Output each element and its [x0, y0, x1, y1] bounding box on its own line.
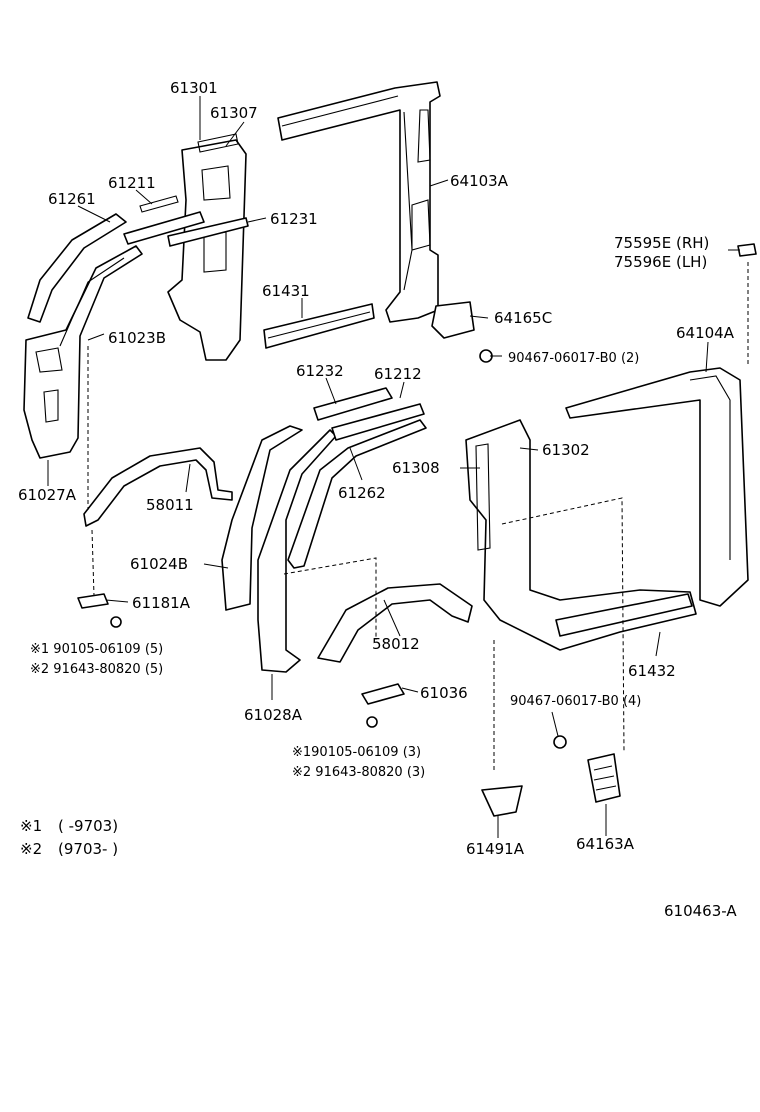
label-fastener-1b: ※2 91643-80820 (5) — [30, 662, 163, 677]
bracket-61491a — [481, 785, 523, 817]
label-61211: 61211 — [108, 174, 156, 192]
screw-90105 — [110, 616, 122, 628]
label-75596e: 75596E (LH) — [614, 253, 707, 271]
bracket-64165c — [431, 301, 475, 339]
label-61027a: 61027A — [18, 486, 77, 504]
label-64165c: 64165C — [494, 309, 552, 327]
label-fastener-2a: ※190105-06109 (3) — [292, 745, 421, 760]
diagram-id: 610463-A — [664, 902, 737, 920]
label-58012: 58012 — [372, 635, 420, 653]
bracket-61181a — [77, 593, 109, 609]
label-61308: 61308 — [392, 459, 440, 477]
label-64103a: 64103A — [450, 172, 509, 190]
label-61028a: 61028A — [244, 706, 303, 724]
note-2-mark: ※2 — [20, 840, 42, 858]
label-61024b: 61024B — [130, 555, 188, 573]
label-61232: 61232 — [296, 362, 344, 380]
label-61023b: 61023B — [108, 329, 166, 347]
label-61212: 61212 — [374, 365, 422, 383]
center-pillar-61307 — [167, 133, 247, 361]
label-90467-4: 90467-06017-B0 (4) — [510, 694, 641, 709]
note-1-range: ( -9703) — [58, 817, 118, 835]
bracket-61036 — [361, 683, 405, 705]
label-58011: 58011 — [146, 496, 194, 514]
label-61181a: 61181A — [132, 594, 191, 612]
label-61301: 61301 — [170, 79, 218, 97]
screw-61036 — [366, 716, 378, 728]
label-61307: 61307 — [210, 104, 258, 122]
wheel-arch-58011 — [83, 447, 233, 527]
label-61432: 61432 — [628, 662, 676, 680]
label-fastener-2b: ※2 91643-80820 (3) — [292, 765, 425, 780]
rear-side-panel-64104a — [565, 367, 749, 607]
sill-61432 — [555, 593, 693, 637]
note-2-range: (9703- ) — [58, 840, 118, 858]
label-61491a: 61491A — [466, 840, 525, 858]
cap-75595e — [737, 243, 757, 257]
label-61036: 61036 — [420, 684, 468, 702]
label-fastener-1a: ※1 90105-06109 (5) — [30, 642, 163, 657]
label-64104a: 64104A — [676, 324, 735, 342]
front-pillar-61027a — [23, 213, 143, 459]
label-90467-2: 90467-06017-B0 (2) — [508, 351, 639, 366]
wheel-arch-58012 — [317, 583, 473, 663]
rear-pillar-61302 — [465, 419, 697, 651]
clip-90467-b — [553, 735, 567, 749]
label-64163a: 64163A — [576, 835, 635, 853]
rail-61211 — [123, 211, 205, 245]
label-75595e: 75595E (RH) — [614, 234, 709, 252]
note-1-mark: ※1 — [20, 817, 42, 835]
label-61302: 61302 — [542, 441, 590, 459]
label-61261: 61261 — [48, 190, 96, 208]
label-61431: 61431 — [262, 282, 310, 300]
label-61262: 61262 — [338, 484, 386, 502]
label-61231: 61231 — [270, 210, 318, 228]
rail-61231 — [167, 217, 249, 247]
center-pillar-61028a — [221, 387, 427, 673]
sill-61431 — [263, 303, 375, 349]
